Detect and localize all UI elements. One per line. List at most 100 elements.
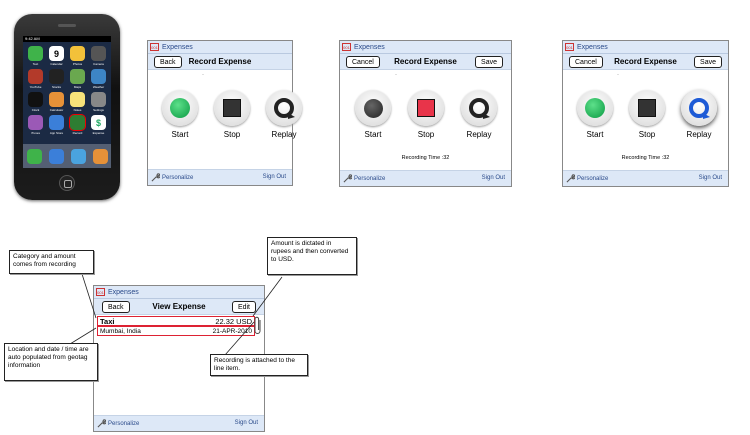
footer-bar: Personalize Sign Out [148,169,292,185]
home-button[interactable] [59,175,75,191]
app-label: Maps [73,85,82,89]
note-recording-attached: Recording is attached to the line item. [210,354,308,376]
sign-out-link[interactable]: Sign Out [481,175,505,181]
personalize-label: Personalize [577,175,609,182]
nav-bar: Record Expense Back [148,54,292,70]
dock-app-icon[interactable] [70,148,86,164]
app-name: Expenses [354,43,385,51]
sign-out-link[interactable]: Sign Out [262,174,286,180]
start-label: Start [364,130,382,139]
app-logo-icon: 001 [150,43,159,51]
photos-icon [70,46,85,61]
speaker-grille [58,24,76,27]
app-clock[interactable]: Clock [26,92,45,112]
app-label: Photos [72,62,83,66]
edit-button[interactable]: Edit [231,301,256,313]
app-camera[interactable]: Camera [89,46,108,66]
wrench-icon [97,419,106,428]
connector-amount [252,276,283,317]
personalize-link[interactable]: Personalize [343,174,385,183]
replay-button[interactable] [461,90,497,126]
cancel-button[interactable]: Cancel [346,56,380,68]
app-weather[interactable]: Weather [89,69,108,89]
app-label: Camera [93,62,104,66]
sign-out-link[interactable]: Sign Out [234,420,258,426]
replay-button[interactable] [681,90,717,126]
app-calculator[interactable]: Calculator [47,92,66,112]
start-button[interactable] [577,90,613,126]
recording-time: Recording Time :32 [621,155,670,161]
footer-bar: Personalize Sign Out [563,170,728,186]
stop-button[interactable] [629,90,665,126]
app-name: Expenses [577,43,608,51]
text-icon [28,46,43,61]
save-button[interactable]: Save [694,56,722,68]
replay-icon [469,98,490,119]
replay-button[interactable] [266,90,302,126]
app-name: Expenses [108,288,139,296]
app-maps[interactable]: Maps [68,69,87,89]
replay-label: Replay [466,130,492,139]
app-photos[interactable]: Photos [68,46,87,66]
app-notes[interactable]: Notes [68,92,87,112]
stop-button[interactable] [408,90,444,126]
nav-bar: View Expense Back Edit [94,299,264,315]
page-title: View Expense [152,302,206,311]
start-label: Start [171,130,189,139]
app-youtube[interactable]: YouTube [26,69,45,89]
connector-location [69,327,97,345]
sign-out-link[interactable]: Sign Out [698,175,722,181]
start-button[interactable] [162,90,198,126]
note-category-amount: Category and amount comes from recording [9,250,94,274]
personalize-link[interactable]: Personalize [97,419,139,428]
stop-button[interactable] [214,90,250,126]
recording-time: Recording Time :32 [401,155,450,161]
home-dock [23,144,111,168]
app-label: YouTube [29,85,42,89]
replay-icon [689,98,710,119]
app-label: Calculator [49,108,64,112]
expense-category: Taxi [100,316,115,326]
start-button[interactable] [355,90,391,126]
stop-icon [223,99,241,117]
dock-app-icon[interactable] [26,148,42,164]
app-label: Calendar [50,62,63,66]
cancel-button[interactable]: Cancel [569,56,603,68]
dock-app-icon[interactable] [92,148,108,164]
app-stocks[interactable]: Stocks [47,69,66,89]
app-expense[interactable]: $Expense [89,115,108,135]
weather-icon [91,69,106,84]
app-itunes[interactable]: iTunes [26,115,45,135]
save-button[interactable]: Save [475,56,503,68]
personalize-link[interactable]: Personalize [566,174,608,183]
app-label: iTunes [31,131,40,135]
connector-recording [224,321,255,356]
back-button[interactable]: Back [154,56,182,68]
replay-icon [274,98,295,119]
clock-icon [28,92,43,107]
app-record[interactable]: Record [68,114,87,135]
paperclip-icon[interactable] [254,316,263,336]
app-logo-icon: 001 [96,288,105,296]
start-icon [170,98,190,118]
stop-icon [638,99,656,117]
divider-dot: · [617,72,619,78]
app-label: Expense [92,131,105,135]
app-text[interactable]: Text [26,46,45,66]
page-title: Record Expense [188,57,252,66]
itunes-icon [28,115,43,130]
back-button[interactable]: Back [102,301,130,313]
app-name: Expenses [162,43,193,51]
stop-label: Stop [417,130,435,139]
dock-app-icon[interactable] [48,148,64,164]
app-settings[interactable]: Settings [89,92,108,112]
app-app-store[interactable]: App Store [47,115,66,135]
personalize-link[interactable]: Personalize [151,173,193,182]
